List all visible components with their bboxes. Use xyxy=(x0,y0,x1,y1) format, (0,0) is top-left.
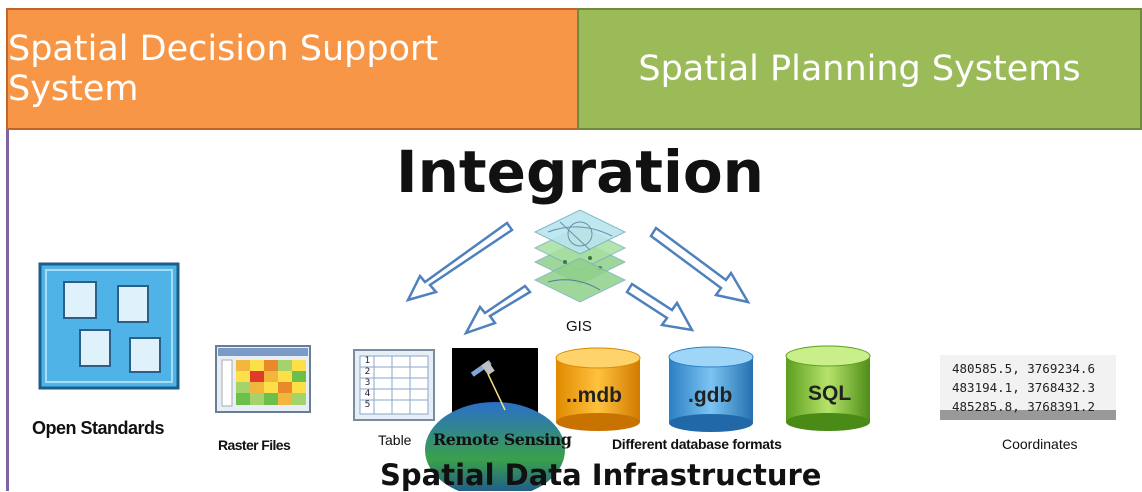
spatial-decision-support-label: Spatial Decision Support System xyxy=(8,29,439,109)
gis-layers-icon xyxy=(533,209,627,303)
left-border-line xyxy=(6,130,9,491)
sql-database-icon xyxy=(785,345,871,431)
coordinates-list: 480585.5, 3769234.6 483194.1, 3768432.3 … xyxy=(940,355,1116,420)
table-label: Table xyxy=(378,432,412,448)
gdb-label: .gdb xyxy=(688,384,733,407)
coordinate-row: 483194.1, 3768432.3 xyxy=(952,380,1095,395)
spatial-data-infrastructure-label: Spatial Data Infrastructure xyxy=(380,458,822,492)
spatial-planning-label: Spatial Planning Systems xyxy=(638,49,1081,89)
arrow-to-gdb xyxy=(625,282,695,332)
open-standards-label: Open Standards xyxy=(32,418,165,438)
integration-title: Integration xyxy=(396,138,764,206)
open-standards-icon xyxy=(38,262,180,390)
table-icon xyxy=(353,349,435,421)
table-row-number: 5 xyxy=(364,400,371,410)
table-row-number: 2 xyxy=(364,367,371,377)
database-formats-label: Different database formats xyxy=(612,436,782,452)
raster-files-icon xyxy=(215,345,311,413)
remote-sensing-label: Remote Sensing xyxy=(433,430,572,449)
raster-files-label: Raster Files xyxy=(218,437,291,453)
mdb-label: ..mdb xyxy=(566,384,622,407)
coordinate-row: 480585.5, 3769234.6 xyxy=(952,361,1095,376)
table-row-numbers: 1 2 3 4 5 xyxy=(361,356,374,411)
spatial-planning-box: Spatial Planning Systems xyxy=(578,8,1142,130)
remote-sensing-image xyxy=(425,348,565,491)
coordinate-row: 485285.8, 3768391.2 xyxy=(952,399,1095,414)
table-row-number: 3 xyxy=(364,378,371,388)
table-row-number: 4 xyxy=(364,389,371,399)
gis-label: GIS xyxy=(566,318,592,335)
mdb-database-icon xyxy=(555,347,641,431)
arrow-to-raster xyxy=(405,221,514,302)
arrow-to-sql xyxy=(649,226,751,304)
arrow-to-remote-sensing xyxy=(463,284,532,336)
coordinates-label: Coordinates xyxy=(1002,436,1078,452)
gdb-database-icon xyxy=(668,346,754,432)
sql-label: SQL xyxy=(808,382,852,405)
spatial-decision-support-box: Spatial Decision Support System xyxy=(6,8,578,130)
table-row-number: 1 xyxy=(364,356,371,366)
